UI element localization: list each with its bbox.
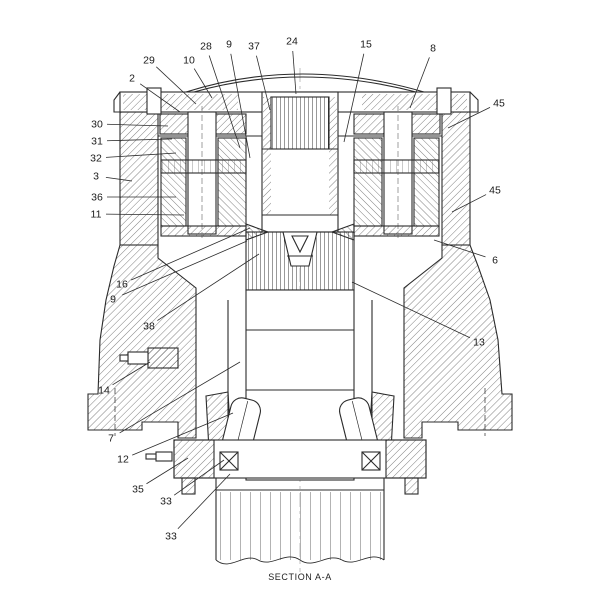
callout-label: 24 [286,36,298,48]
callout-label: 36 [91,192,103,204]
leader-line [105,176,133,182]
leader-line [132,412,234,456]
callout-label: 2 [129,73,135,85]
callout-label: 11 [91,209,102,221]
callout-label: 28 [200,41,212,53]
leader-line [343,53,365,143]
leader-line [139,83,181,113]
leader-line [105,152,177,158]
callout-label: 45 [489,185,501,197]
callout-label: 6 [492,255,498,267]
callout-label: 3 [93,171,99,183]
leader-line [409,57,430,109]
callout-label: 16 [116,279,128,291]
leader-line [119,361,241,434]
callout-label: 13 [473,337,485,349]
callout-label: 14 [98,385,110,397]
leader-line [351,281,471,339]
leader-line [447,107,491,129]
main-housing [87,244,513,440]
leader-line [208,55,241,149]
callout-label: 37 [248,41,260,53]
callout-label: 8 [430,43,436,55]
section-caption: SECTION A-A [268,572,332,582]
planet-assembly-right [353,106,440,240]
callout-label: 32 [90,153,102,165]
leader-line [292,50,297,95]
side-plug [119,347,179,369]
callout-label: 31 [91,136,103,148]
leader-line [122,240,248,296]
leader-line [193,68,213,99]
leader-line [451,194,487,213]
callout-label: 7 [108,433,114,445]
sun-shaft [261,91,339,233]
leader-line [256,55,271,111]
leader-line [146,457,189,485]
callout-label: 10 [183,55,195,67]
leader-line [112,361,151,386]
leader-line [230,53,251,159]
callout-label: 33 [160,496,172,508]
leader-line [105,213,185,216]
callout-label: 9 [226,39,232,51]
leader-line [156,66,197,105]
output-shaft [215,477,385,565]
seal-bearing-right [361,451,381,471]
callout-label: 33 [165,531,177,543]
leader-line [157,253,260,321]
leader-line [173,459,225,496]
callout-label: 15 [360,39,372,51]
callout-label: 38 [143,321,155,333]
leader-line [131,227,251,281]
leader-line [106,138,173,142]
callout-label: 29 [143,55,155,67]
leader-line [177,473,231,530]
callout-label: 35 [132,484,144,496]
planet-assembly-left [160,106,247,240]
leader-line [106,123,169,127]
callout-label: 12 [117,454,129,466]
seal-bearing-left [219,451,239,471]
spline-coupling [245,223,355,301]
callout-label: 45 [493,98,505,110]
callout-label: 30 [91,119,103,131]
callout-label: 9 [110,294,116,306]
bottom-flange [145,439,427,495]
leader-line [433,239,486,258]
